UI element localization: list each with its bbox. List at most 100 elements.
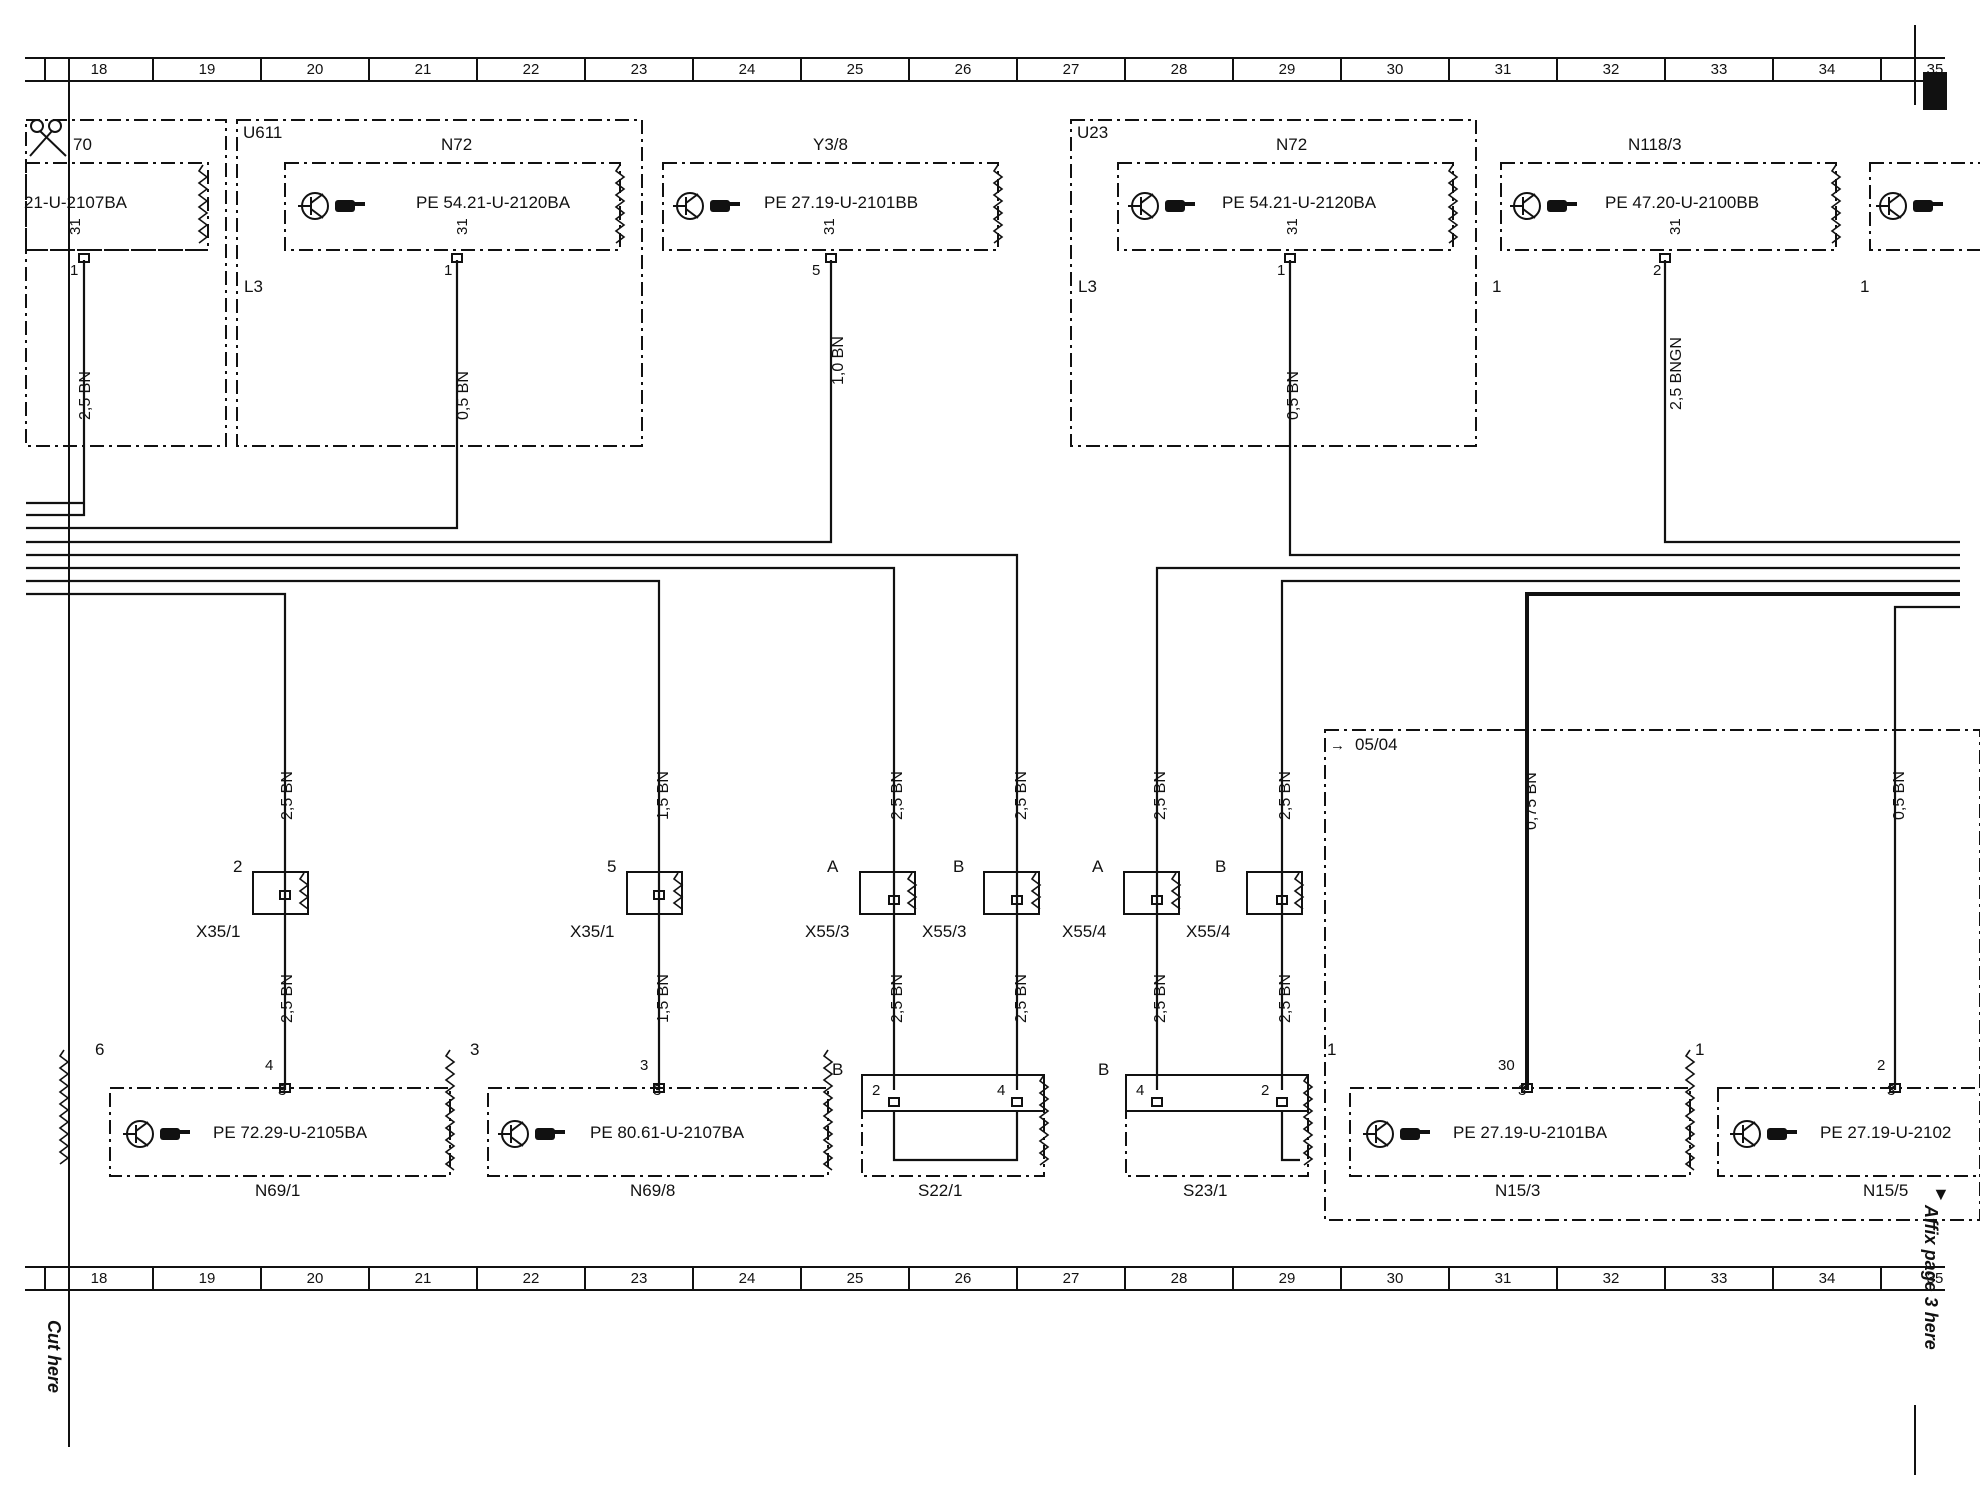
- side-label: 1: [1492, 277, 1501, 296]
- component-name: S22/1: [918, 1181, 962, 1200]
- ruler-label-bottom: 24: [739, 1270, 756, 1287]
- pin-terminal: [888, 895, 900, 905]
- wire-label: 2,5 BN: [1013, 974, 1030, 1023]
- side-label: 6: [95, 1040, 104, 1059]
- pin-terminal: [1276, 1097, 1288, 1107]
- transistor-icon: [123, 1120, 154, 1148]
- ruler-label-top: 32: [1603, 61, 1620, 78]
- transistor-icon: [1363, 1120, 1394, 1148]
- component-ref: 21-U-2107BA: [24, 193, 128, 212]
- component-ref: PE 54.21-U-2120BA: [416, 193, 571, 212]
- component-name: N15/5: [1863, 1181, 1908, 1200]
- component-ref: PE 27.19-U-2101BA: [1453, 1123, 1608, 1142]
- wavy-edge: [1030, 872, 1042, 910]
- pointing-hand-icon: [1913, 200, 1943, 212]
- pointing-hand-icon: [535, 1128, 565, 1140]
- component-name: N69/1: [255, 1181, 300, 1200]
- ruler-label-bottom: 32: [1603, 1270, 1620, 1287]
- component-n72-u23: U23 N72 PE 54.21-U-2120BA 31 1 L3 0,5 BN: [1070, 119, 1477, 447]
- wire-label: 0,5 BN: [455, 371, 472, 420]
- pin: 1: [444, 262, 452, 279]
- component-symbols: [58, 164, 1943, 1171]
- wavy-edge: [992, 164, 1004, 244]
- wire-label: 2,5 BN: [889, 974, 906, 1023]
- side-label: 3: [470, 1040, 479, 1059]
- column-ruler-bottom: [25, 1266, 1945, 1291]
- ruler-label-bottom: 22: [523, 1270, 540, 1287]
- pin: 2: [1877, 1057, 1885, 1074]
- ruler-label-bottom: 18: [91, 1270, 108, 1287]
- connector-x55-3-b: 2,5 BN B X55/3 2,5 BN: [922, 771, 1040, 1023]
- wavy-edge: [1302, 1074, 1314, 1166]
- wire-harness: [26, 260, 1960, 1090]
- pin-terminal: [1151, 895, 1163, 905]
- wavy-edge: [298, 872, 310, 910]
- wire-label: 0,5 BN: [1285, 371, 1302, 420]
- pin-terminal: [78, 253, 90, 263]
- pin-number: 31: [67, 218, 84, 235]
- wavy-edge: [197, 164, 209, 244]
- pin-terminal: [1011, 895, 1023, 905]
- pointing-hand-icon: [1547, 200, 1577, 212]
- ruler-label-bottom: 20: [307, 1270, 324, 1287]
- component-70: 70 21-U-2107BA 31 1 2,5 BN: [24, 119, 227, 447]
- wire-label: 0,5 BN: [1891, 771, 1908, 820]
- pointing-hand-icon: [335, 200, 365, 212]
- wire-label: 0,75 BN: [1523, 772, 1540, 830]
- wire-label: 2,5 BN: [1152, 974, 1169, 1023]
- ruler-label-bottom: 19: [199, 1270, 216, 1287]
- cut-here-label: Cut here: [44, 1320, 64, 1393]
- wire-label: 2,5 BN: [1277, 974, 1294, 1023]
- component-ref: PE 47.20-U-2100BB: [1605, 193, 1759, 212]
- side-label: 1: [1327, 1040, 1336, 1059]
- component-name: S23/1: [1183, 1181, 1227, 1200]
- pin-number: 3: [278, 1082, 286, 1099]
- ruler-label-bottom: 33: [1711, 1270, 1728, 1287]
- ruler-label-top: 27: [1063, 61, 1080, 78]
- pin-number: 31: [1284, 218, 1301, 235]
- wire-label: 2,5 BN: [279, 771, 296, 820]
- side-label: B: [1098, 1060, 1109, 1079]
- connector-name: X35/1: [570, 922, 614, 941]
- component-ref: PE 54.21-U-2120BA: [1222, 193, 1377, 212]
- wavy-edge: [1684, 1049, 1696, 1171]
- ruler-label-top: 21: [415, 61, 432, 78]
- wire-label: 2,5 BN: [1152, 771, 1169, 820]
- ruler-label-top: 19: [199, 61, 216, 78]
- side-label-right: B: [832, 1060, 843, 1079]
- pin-terminal: [1276, 895, 1288, 905]
- ruler-label-bottom: 34: [1819, 1270, 1836, 1287]
- group-label: U23: [1077, 123, 1108, 142]
- connector-num: A: [827, 857, 839, 876]
- component-ref: PE 27.19-U-2102: [1820, 1123, 1951, 1142]
- ruler-label-bottom: 23: [631, 1270, 648, 1287]
- pin-terminal: [825, 253, 837, 263]
- wavy-edge: [58, 1049, 70, 1165]
- wire-label: 2,5 BN: [279, 974, 296, 1023]
- pin-terminal: [653, 1083, 665, 1093]
- pointing-hand-icon: [1400, 1128, 1430, 1140]
- connector-x35-1-a: 2,5 BN 2 X35/1 2,5 BN: [196, 771, 309, 1023]
- wire-label: 2,5 BN: [77, 371, 94, 420]
- wavy-edge: [1170, 872, 1182, 910]
- transistor-icon: [498, 1120, 529, 1148]
- pin: 2: [1653, 262, 1661, 279]
- pin-terminal: [1889, 1083, 1901, 1093]
- connector-num: A: [1092, 857, 1104, 876]
- connector-name: X55/4: [1062, 922, 1106, 941]
- pin-terminal: [1151, 1097, 1163, 1107]
- connector-x55-4-a: 2,5 BN A X55/4 2,5 BN: [1062, 771, 1180, 1023]
- side-label: L3: [1078, 277, 1097, 296]
- page-marker: [1923, 72, 1947, 110]
- wavy-edge: [1293, 872, 1305, 910]
- component-n69-1: 6 4 3 PE 72.29-U-2105BA N69/1: [95, 1040, 451, 1200]
- wavy-edge: [672, 872, 684, 910]
- ruler-label-top: 28: [1171, 61, 1188, 78]
- arrow-down-icon: ▼: [1932, 1184, 1950, 1204]
- ruler-label-top: 35: [1927, 61, 1944, 78]
- wavy-edge: [614, 164, 626, 244]
- pin: 4: [1136, 1082, 1144, 1099]
- variant-label: 05/04: [1355, 735, 1398, 754]
- component-s23-1: B 4 2 S23/1: [1098, 1060, 1309, 1200]
- ruler-label-top: 33: [1711, 61, 1728, 78]
